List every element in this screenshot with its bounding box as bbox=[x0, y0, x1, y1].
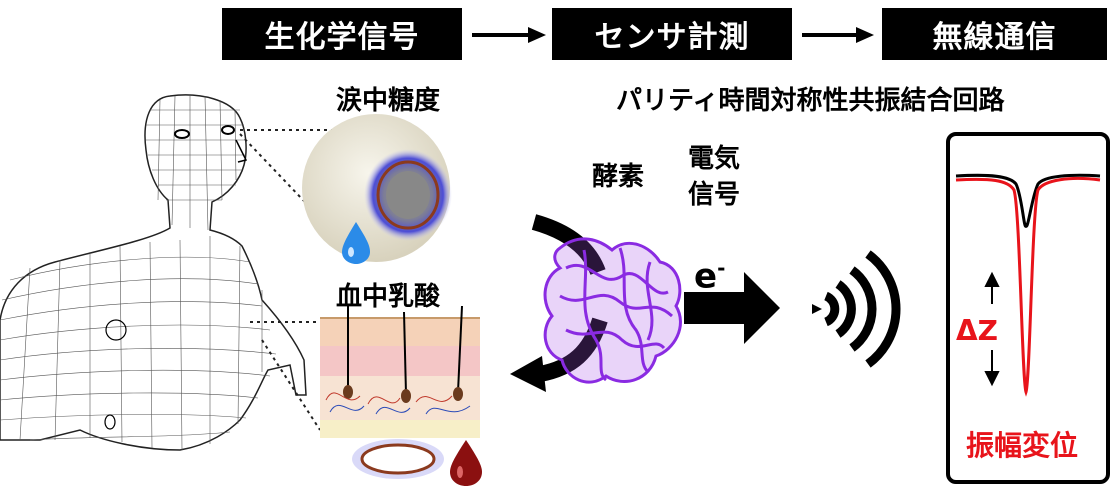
contact-lens-icon bbox=[302, 114, 452, 262]
blood-drop-icon bbox=[450, 440, 482, 486]
label-electron: e- bbox=[694, 256, 725, 296]
arrow-right-icon bbox=[472, 27, 546, 43]
header-step-sensing: センサ計測 bbox=[552, 8, 792, 60]
skin-patch-icon bbox=[320, 305, 480, 479]
curved-arrow-icon bbox=[531, 214, 608, 382]
human-wireframe-icon bbox=[0, 94, 307, 451]
electron-arrow-icon bbox=[684, 272, 780, 344]
label-enzyme: 酵素 bbox=[592, 162, 645, 192]
electron-charge: - bbox=[717, 256, 726, 280]
electron-symbol: e bbox=[694, 256, 718, 297]
label-tear-glucose: 涙中糖度 bbox=[336, 86, 441, 116]
label-electric-signal-1: 電気 bbox=[688, 144, 741, 174]
label-circuit: パリティ時間対称性共振結合回路 bbox=[616, 86, 1005, 116]
label-blood-lactate: 血中乳酸 bbox=[336, 282, 441, 312]
label-delta-z: ΔZ bbox=[956, 314, 998, 347]
header-step-wireless: 無線通信 bbox=[882, 8, 1107, 60]
arrow-head-icon bbox=[510, 356, 546, 392]
wireless-signal-icon bbox=[812, 250, 901, 368]
resonance-curve-icon bbox=[946, 132, 1110, 484]
arrow-right-icon bbox=[802, 27, 874, 43]
tear-drop-icon bbox=[342, 222, 370, 264]
label-electric-signal-2: 信号 bbox=[688, 180, 741, 210]
header-step-biochemical: 生化学信号 bbox=[222, 8, 462, 60]
enzyme-icon bbox=[543, 237, 682, 384]
label-amplitude-shift: 振幅変位 bbox=[966, 429, 1079, 462]
